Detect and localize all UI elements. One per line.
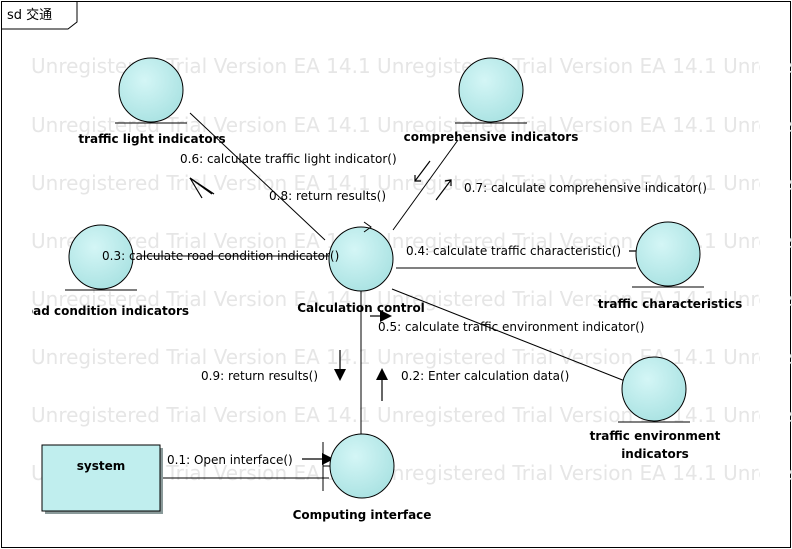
- message-m03: 0.3: calculate road condition indicator(…: [102, 249, 339, 263]
- message-m02: 0.2: Enter calculation data(): [401, 369, 569, 383]
- message-m06: 0.6: calculate traffic light indicator(): [180, 152, 397, 166]
- watermark-row: Unregistered Trial Version EA 14.1 Unreg…: [31, 287, 792, 311]
- control-ball: [328, 226, 394, 292]
- entity-ball: [118, 57, 184, 123]
- entity-ball: [635, 221, 701, 287]
- link-calc-traffic-light: [189, 112, 326, 241]
- entity-label-line1: traffic environment: [590, 429, 721, 443]
- frame-title-tab: [1, 1, 78, 30]
- entity-label: Computing interface: [293, 508, 432, 522]
- entity-computing-interface[interactable]: Computing interface: [293, 433, 432, 522]
- watermark-clip: [760, 30, 790, 510]
- entity-label: road condition indicators: [19, 304, 189, 318]
- message-m07: 0.7: calculate comprehensive indicator(): [464, 181, 707, 195]
- link-calc-environment: [391, 288, 626, 382]
- arrow-m07-head: [444, 179, 452, 186]
- message-m04: 0.4: calculate traffic characteristic(): [406, 244, 621, 258]
- connectors: [139, 112, 636, 479]
- entity-label: traffic characteristics: [598, 297, 742, 311]
- message-m05: 0.5: calculate traffic environment indic…: [378, 320, 644, 334]
- watermark-row: Unregistered Trial Version EA 14.1 Unreg…: [31, 345, 792, 369]
- arrow-m08-head: [414, 175, 421, 182]
- arrow-m02-head: [376, 368, 388, 380]
- entity-traffic-light[interactable]: traffic light indicators: [78, 57, 226, 146]
- entity-label: system: [77, 459, 126, 473]
- control-arrow-mark: [363, 221, 372, 233]
- message-m01: 0.1: Open interface(): [167, 453, 293, 467]
- system-box: [41, 444, 161, 512]
- arrow-m09-head: [334, 369, 346, 381]
- boundary-ball: [329, 433, 395, 499]
- arrow-m07-shaft: [435, 179, 452, 201]
- entity-label-line2: indicators: [621, 447, 689, 461]
- watermark-row: Unregistered Trial Version EA 14.1 Unreg…: [31, 171, 792, 195]
- message-m09: 0.9: return results(): [201, 369, 318, 383]
- entity-label: comprehensive indicators: [404, 130, 579, 144]
- link-calc-comprehensive: [392, 139, 459, 231]
- entity-comprehensive[interactable]: comprehensive indicators: [404, 57, 579, 144]
- message-m08: 0.8: return results(): [269, 189, 386, 203]
- road-label-clip: [2, 303, 32, 319]
- entity-traffic-environment[interactable]: traffic environment indicators: [590, 356, 721, 461]
- arrow-m06-shaft: [189, 177, 215, 195]
- entity-ball: [68, 224, 134, 290]
- entity-label: traffic light indicators: [78, 132, 225, 146]
- arrow-m01-head: [322, 453, 334, 465]
- entity-ball: [458, 57, 524, 123]
- arrow-m05-head: [380, 310, 392, 322]
- entity-calculation-control[interactable]: Calculation control: [297, 221, 425, 315]
- entity-ball: [621, 356, 687, 422]
- frame-title: sd 交通: [7, 7, 52, 23]
- entity-road-condition[interactable]: road condition indicators: [19, 224, 189, 318]
- entity-label: Calculation control: [297, 301, 425, 315]
- entity-system[interactable]: system: [41, 444, 163, 514]
- entity-traffic-characteristics[interactable]: traffic characteristics: [598, 221, 742, 311]
- arrow-m08-shaft: [414, 160, 431, 182]
- message-labels: 0.6: calculate traffic light indicator()…: [102, 152, 707, 467]
